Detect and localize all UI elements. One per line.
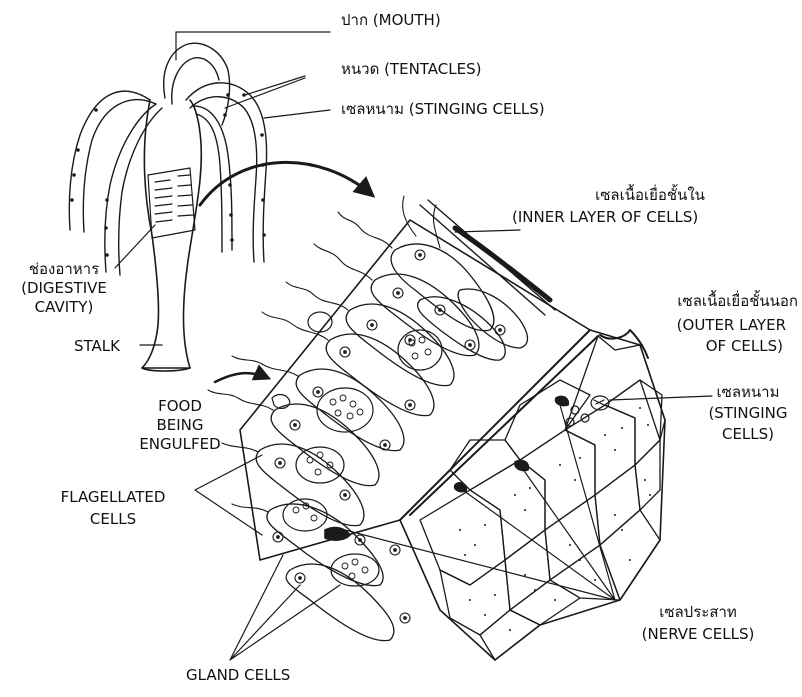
- hydra-organism: [69, 32, 330, 371]
- gland-leader: [230, 555, 340, 660]
- label-nerve-en: (NERVE CELLS): [628, 625, 768, 644]
- label-stinging-right-en-1: (STINGING: [698, 404, 798, 423]
- nerve-cells: [325, 396, 568, 540]
- label-outer-layer-en-1: (OUTER LAYER: [600, 316, 786, 335]
- label-mouth: ปาก (MOUTH): [341, 11, 441, 30]
- label-outer-layer-en-2: OF CELLS): [600, 337, 783, 356]
- label-digestive-en-2: CAVITY): [14, 298, 114, 317]
- stinging-leader: [264, 110, 330, 118]
- outer-stinging-cell: [566, 396, 609, 426]
- tentacles: [69, 43, 266, 275]
- label-stinging-right-thai: เซลหนาม: [698, 383, 798, 402]
- flagellated-leader: [195, 455, 262, 535]
- label-inner-layer-thai: เซลเนื้อเยื่อชั้นใน: [520, 186, 780, 205]
- label-flagellated-2: CELLS: [48, 510, 178, 529]
- tissue-block: [208, 196, 665, 660]
- label-digestive-en-1: (DIGESTIVE: [14, 279, 114, 298]
- label-stinging-cells-top: เซลหนาม (STINGING CELLS): [341, 100, 545, 119]
- zoom-arrow: [200, 162, 372, 205]
- tentacles-leader: [225, 76, 305, 108]
- label-stinging-right-en-2: CELLS): [698, 425, 798, 444]
- hydra-leader-lines: [115, 32, 330, 345]
- label-digestive-thai: ช่องอาหาร: [14, 260, 114, 279]
- label-nerve-thai: เซลประสาท: [628, 603, 768, 622]
- label-tentacles: หนวด (TENTACLES): [341, 60, 481, 79]
- label-gland-cells: GLAND CELLS: [186, 666, 290, 685]
- label-food-2: BEING: [130, 416, 230, 435]
- label-stalk: STALK: [74, 337, 120, 356]
- mouth-leader: [176, 32, 330, 60]
- stinging-right-leader: [610, 396, 712, 400]
- cell-nuclei: [273, 250, 505, 623]
- digestive-leader: [115, 225, 155, 268]
- label-food-1: FOOD: [130, 397, 230, 416]
- block-outline: [240, 220, 665, 660]
- body-cutaway: [148, 168, 195, 238]
- food-arrow: [215, 373, 268, 382]
- label-outer-layer-thai: เซลเนื้อเยื่อชั้นนอก: [600, 292, 798, 311]
- mesoglea-line-a: [400, 330, 590, 520]
- label-food-3: ENGULFED: [130, 435, 230, 454]
- label-inner-layer-en: (INNER LAYER OF CELLS): [512, 208, 698, 227]
- label-flagellated-1: FLAGELLATED: [48, 488, 178, 507]
